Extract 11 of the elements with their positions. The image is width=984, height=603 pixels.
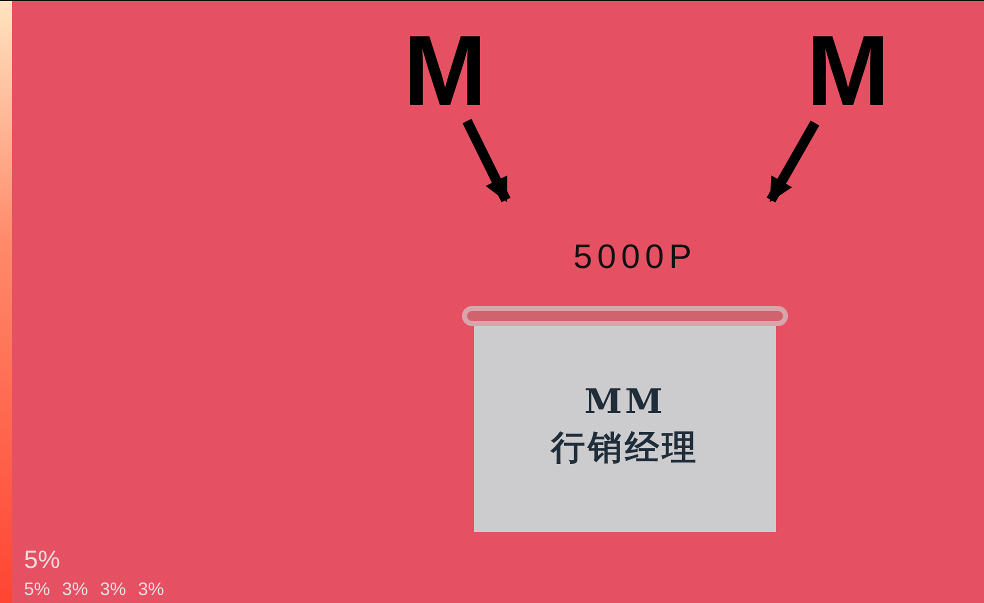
letter-heading: M — [400, 23, 490, 119]
arrow — [462, 118, 510, 202]
percentage-text: 5% — [24, 546, 60, 575]
percentage-text: 3% — [62, 579, 88, 600]
sign-text: MM 行销经理 — [549, 381, 700, 470]
letter-heading: M — [803, 23, 893, 119]
arrow — [766, 120, 820, 202]
percentage-text: 3% — [100, 579, 126, 600]
percentage-text: 3% — [138, 579, 164, 600]
percentage-text: 5% — [24, 579, 50, 600]
price-text: 5000P — [500, 201, 770, 281]
